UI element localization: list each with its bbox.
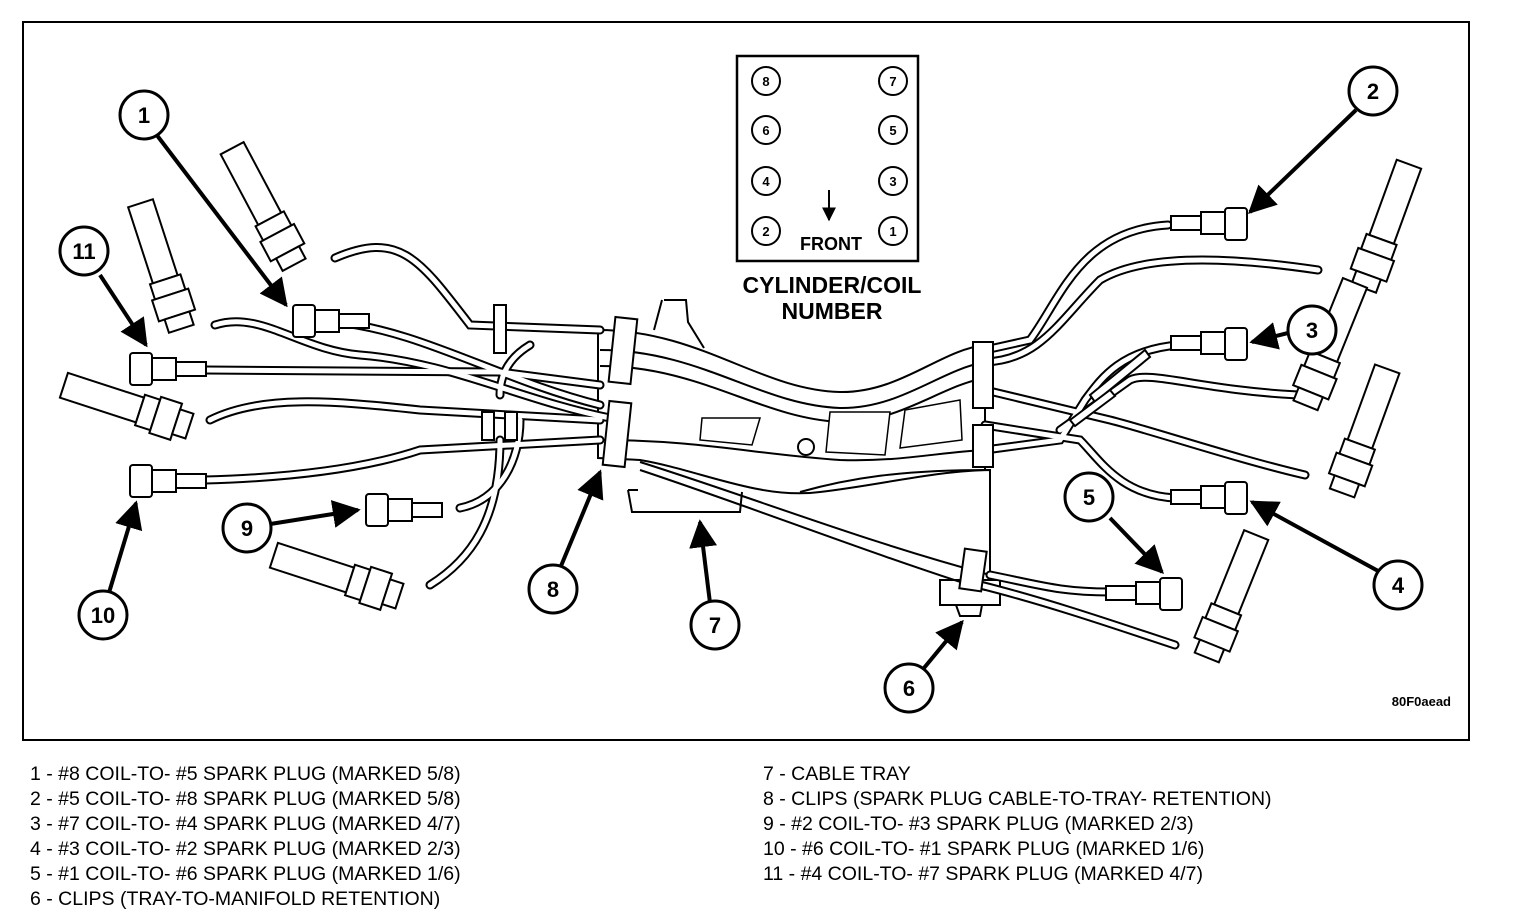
cylinder-number-box: 8 7 6 5 4 3 2 1 FRONT xyxy=(735,54,920,263)
legend-item-1: 1 - #8 COIL-TO- #5 SPARK PLUG (MARKED 5/… xyxy=(30,763,461,785)
callout-4: 4 xyxy=(1372,559,1424,611)
svg-text:1: 1 xyxy=(138,103,150,128)
callout-8: 8 xyxy=(527,563,579,615)
cylinder-1: 1 xyxy=(878,216,908,246)
legend-item-2: 2 - #5 COIL-TO- #8 SPARK PLUG (MARKED 5/… xyxy=(30,788,461,810)
cable-clips xyxy=(481,304,1152,593)
svg-text:9: 9 xyxy=(241,516,253,541)
cylinder-6: 6 xyxy=(751,115,781,145)
callout-1: 1 xyxy=(118,89,170,141)
coil-boots-left xyxy=(58,140,405,612)
svg-text:7: 7 xyxy=(709,613,721,638)
legend-item-4: 4 - #3 COIL-TO- #2 SPARK PLUG (MARKED 2/… xyxy=(30,838,461,860)
legend-item-10: 10 - #6 COIL-TO- #1 SPARK PLUG (MARKED 1… xyxy=(763,838,1205,860)
legend-item-6: 6 - CLIPS (TRAY-TO-MANIFOLD RETENTION) xyxy=(30,888,441,910)
leader-9 xyxy=(263,500,361,528)
leader-8 xyxy=(559,469,604,567)
callout-10: 10 xyxy=(77,589,129,641)
callout-5: 5 xyxy=(1063,471,1115,523)
callouts: 1 2 3 4 5 6 7 8 9 10 11 xyxy=(58,65,1424,714)
svg-text:5: 5 xyxy=(1083,485,1095,510)
svg-text:3: 3 xyxy=(1306,318,1318,343)
diagram-frame xyxy=(22,21,1470,741)
svg-text:2: 2 xyxy=(1367,79,1379,104)
leader-11 xyxy=(98,273,148,348)
cylinder-7: 7 xyxy=(878,66,908,96)
legend-left: 1 - #8 COIL-TO- #5 SPARK PLUG (MARKED 5/… xyxy=(30,762,461,912)
plug-boots xyxy=(129,207,1248,611)
leader-6 xyxy=(922,619,964,670)
legend-item-7: 7 - CABLE TRAY xyxy=(763,763,911,785)
legend-item-8: 8 - CLIPS (SPARK PLUG CABLE-TO-TRAY- RET… xyxy=(763,788,1272,810)
legend-item-5: 5 - #1 COIL-TO- #6 SPARK PLUG (MARKED 1/… xyxy=(30,863,461,885)
svg-text:5: 5 xyxy=(889,123,896,138)
cylinder-4: 4 xyxy=(751,166,781,196)
leader-3 xyxy=(1249,322,1289,350)
leader-1 xyxy=(154,132,288,308)
cylinder-3: 3 xyxy=(878,166,908,196)
svg-text:6: 6 xyxy=(762,123,769,138)
spark-plug-cables xyxy=(200,220,1323,650)
svg-text:10: 10 xyxy=(91,603,115,628)
callout-2: 2 xyxy=(1347,65,1399,117)
leader-5 xyxy=(1108,516,1164,575)
legend-item-11: 11 - #4 COIL-TO- #7 SPARK PLUG (MARKED 4… xyxy=(763,863,1203,885)
coil-boots-right xyxy=(1193,158,1423,664)
cylinder-caption-line1: CYLINDER/COIL xyxy=(743,272,922,298)
leader-7 xyxy=(689,519,717,604)
svg-text:6: 6 xyxy=(903,676,915,701)
svg-text:11: 11 xyxy=(72,239,95,264)
callout-6: 6 xyxy=(883,662,935,714)
svg-text:8: 8 xyxy=(762,74,769,89)
callout-7: 7 xyxy=(689,599,741,651)
callout-9: 9 xyxy=(221,502,273,554)
cylinder-2: 2 xyxy=(751,216,781,246)
svg-text:2: 2 xyxy=(762,224,769,239)
figure-id: 80F0aead xyxy=(1392,694,1451,709)
cylinder-8: 8 xyxy=(751,66,781,96)
svg-text:3: 3 xyxy=(889,174,896,189)
leader-2 xyxy=(1247,108,1358,214)
callout-3: 3 xyxy=(1286,304,1338,356)
legend-item-9: 9 - #2 COIL-TO- #3 SPARK PLUG (MARKED 2/… xyxy=(763,813,1194,835)
legend-right: 7 - CABLE TRAY 8 - CLIPS (SPARK PLUG CAB… xyxy=(763,762,1272,887)
front-label: FRONT xyxy=(800,234,862,254)
cylinder-caption-line2: NUMBER xyxy=(782,298,883,324)
leader-10 xyxy=(106,500,143,597)
leader-arrows xyxy=(98,108,1381,670)
callout-11: 11 xyxy=(58,225,110,277)
leader-4 xyxy=(1249,500,1381,574)
svg-text:4: 4 xyxy=(762,174,770,189)
cylinder-5: 5 xyxy=(878,115,908,145)
svg-text:8: 8 xyxy=(547,577,559,602)
legend-item-3: 3 - #7 COIL-TO- #4 SPARK PLUG (MARKED 4/… xyxy=(30,813,461,835)
svg-text:1: 1 xyxy=(889,224,896,239)
svg-text:7: 7 xyxy=(889,74,896,89)
cable-tray xyxy=(597,299,1001,617)
svg-text:4: 4 xyxy=(1392,573,1405,598)
